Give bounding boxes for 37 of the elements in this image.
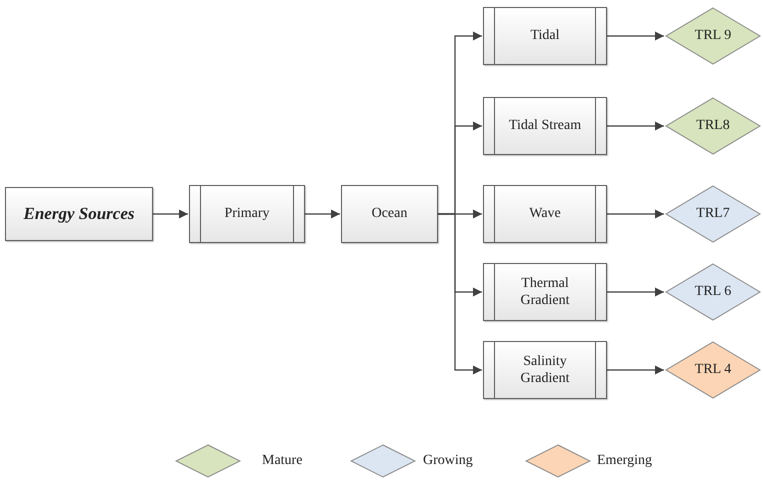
decision-diamond bbox=[665, 341, 761, 399]
decision-diamond bbox=[665, 263, 761, 321]
legend-label: Emerging bbox=[597, 454, 652, 468]
arrow bbox=[438, 213, 482, 374]
node-label: Wave bbox=[529, 205, 561, 223]
process-box bbox=[483, 7, 607, 65]
node-label: Tidal Stream bbox=[508, 117, 582, 135]
node-label: Tidal bbox=[530, 27, 560, 45]
arrow bbox=[607, 210, 664, 218]
decision-diamond bbox=[665, 97, 761, 155]
node-label: Salinity Gradient bbox=[520, 352, 570, 388]
process-box bbox=[483, 185, 607, 243]
node-label: TRL8 bbox=[696, 117, 730, 135]
process-box bbox=[483, 263, 607, 321]
node-label: Energy Sources bbox=[24, 203, 134, 225]
arrow bbox=[607, 32, 664, 40]
arrow bbox=[607, 366, 664, 374]
arrow bbox=[607, 122, 664, 130]
decision-diamond bbox=[665, 7, 761, 65]
node-label: Primary bbox=[224, 205, 270, 223]
node-label: TRL 4 bbox=[694, 361, 732, 379]
legend-label: Growing bbox=[423, 454, 473, 468]
process-box bbox=[189, 185, 305, 243]
legend-label: Mature bbox=[262, 454, 302, 468]
process-box bbox=[483, 97, 607, 155]
node-label: Thermal Gradient bbox=[520, 274, 570, 310]
box bbox=[5, 187, 153, 241]
box bbox=[341, 185, 438, 243]
node-label: TRL 6 bbox=[694, 283, 732, 301]
decision-diamond bbox=[665, 185, 761, 243]
process-box bbox=[483, 341, 607, 399]
arrow bbox=[153, 210, 188, 218]
arrow bbox=[607, 288, 664, 296]
arrow bbox=[305, 210, 340, 218]
node-label: Ocean bbox=[372, 205, 408, 223]
node-label: TRL 9 bbox=[694, 27, 732, 45]
node-label: TRL7 bbox=[696, 205, 730, 223]
